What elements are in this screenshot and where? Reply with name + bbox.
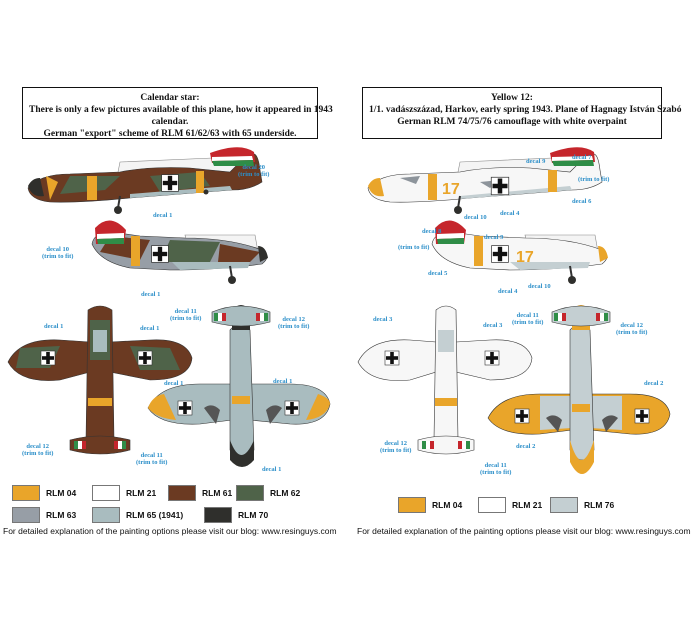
left-top-view	[7, 305, 193, 455]
right-decal-2-label-a: decal 2	[644, 380, 664, 387]
right-decal-9-label-b: decal 9	[484, 234, 504, 241]
left-scheme-panel: Calendar star: There is only a few pictu…	[0, 0, 340, 630]
left-title-line-3: calendar.	[151, 117, 189, 127]
swatch-rlm76-right: RLM 76	[550, 497, 614, 513]
right-fuselage-number: 17	[442, 181, 460, 198]
left-decal-1-label-a: decal 1	[153, 212, 173, 219]
swatch-rlm61-left: RLM 61	[168, 485, 232, 501]
left-decal-12-top-label: decal 12(trim to fit)	[278, 316, 310, 330]
right-decal-10-label-b: decal 10	[528, 283, 551, 290]
swatch-label: RLM 76	[584, 500, 615, 510]
left-decal-1-label-d: decal 1	[140, 325, 160, 332]
left-decal-11-top-label: decal 11(trim to fit)	[170, 308, 202, 322]
swatch-color	[92, 507, 120, 523]
swatch-color	[236, 485, 264, 501]
left-decal-1-label-e: decal 1	[164, 380, 184, 387]
swatch-label: RLM 04	[432, 500, 463, 510]
right-title-line-1: Yellow 12:	[491, 93, 533, 103]
right-decal-4-label-b: decal 4	[498, 288, 518, 295]
left-scheme-title-box: Calendar star: There is only a few pictu…	[22, 87, 333, 139]
swatch-rlm04-left: RLM 04	[12, 485, 76, 501]
left-profile-1	[27, 147, 263, 214]
swatch-rlm63-left: RLM 63	[12, 507, 76, 523]
left-profile-2	[91, 220, 268, 284]
left-bottom-view	[147, 305, 331, 467]
right-decal-4-label-a: decal 4	[500, 210, 520, 217]
swatch-rlm62-left: RLM 62	[236, 485, 300, 501]
right-decal-10-label-a: decal 10	[464, 214, 487, 221]
swatch-color	[398, 497, 426, 513]
right-decal-9-label-a: decal 9	[526, 158, 546, 165]
right-decal-8-trim: (trim to fit)	[398, 244, 430, 251]
right-profile-2: 17	[431, 220, 608, 284]
left-decal-10-label: decal 10(trim to fit)	[42, 246, 74, 260]
swatch-label: RLM 62	[270, 488, 301, 498]
right-decal-7-label: decal 7	[572, 154, 592, 161]
right-title-line-2: 1/1. vadászszázad, Harkov, early spring …	[369, 105, 682, 115]
right-aircraft-illustrations: 17 17	[357, 147, 671, 474]
right-decal-11-top-label: decal 11(trim to fit)	[512, 312, 544, 326]
swatch-label: RLM 61	[202, 488, 233, 498]
right-scheme-title-box: Yellow 12: 1/1. vadászszázad, Harkov, ea…	[362, 87, 682, 139]
swatch-label: RLM 21	[512, 500, 543, 510]
right-bottom-view	[487, 305, 671, 474]
right-decal-2-label-b: decal 2	[516, 443, 536, 450]
swatch-label: RLM 04	[46, 488, 77, 498]
left-decal-12-bottom-label: decal 12(trim to fit)	[22, 443, 54, 457]
right-footer-blog-note: For detailed explanation of the painting…	[357, 526, 691, 536]
left-decal-1-label-g: decal 1	[262, 466, 282, 473]
swatch-label: RLM 63	[46, 510, 77, 520]
right-decal-3-label-b: decal 3	[483, 322, 503, 329]
swatch-color	[92, 485, 120, 501]
right-scheme-panel: Yellow 12: 1/1. vadászszázad, Harkov, ea…	[340, 0, 691, 630]
swatch-rlm65-left: RLM 65 (1941)	[92, 507, 183, 523]
swatch-label: RLM 65 (1941)	[126, 510, 184, 520]
swatch-color	[478, 497, 506, 513]
left-decal-20-label: decal 20(trim to fit)	[238, 164, 270, 178]
left-title-line-4: German "export" scheme of RLM 61/62/63 w…	[43, 129, 297, 139]
swatch-color	[550, 497, 578, 513]
swatch-label: RLM 21	[126, 488, 157, 498]
left-title-line-1: Calendar star:	[140, 93, 200, 103]
right-decal-6-label: decal 6	[572, 198, 592, 205]
left-aircraft-illustrations	[7, 147, 331, 467]
right-decal-5-label: decal 5	[428, 270, 448, 277]
swatch-rlm70-left: RLM 70	[204, 507, 268, 523]
right-title-line-3: German RLM 74/75/76 camouflage with whit…	[397, 117, 627, 127]
left-title-line-2: There is only a few pictures available o…	[29, 105, 333, 115]
left-decal-11-bottom-label: decal 11(trim to fit)	[136, 452, 168, 466]
right-top-view	[357, 305, 533, 455]
left-decal-1-label-b: decal 1	[141, 291, 161, 298]
swatch-rlm21-right: RLM 21	[478, 497, 542, 513]
swatch-color	[12, 507, 40, 523]
right-decal-11-bottom-label: decal 11(trim to fit)	[480, 462, 512, 476]
right-decal-3-label-a: decal 3	[373, 316, 393, 323]
right-decal-7-trim: (trim to fit)	[578, 176, 610, 183]
swatch-color	[12, 485, 40, 501]
swatch-color	[168, 485, 196, 501]
right-profile-1: 17	[367, 147, 603, 214]
right-wing-number: 17	[516, 249, 534, 266]
right-decal-12-bottom-label: decal 12(trim to fit)	[380, 440, 412, 454]
swatch-rlm04-right: RLM 04	[398, 497, 462, 513]
left-decal-1-label-f: decal 1	[273, 378, 293, 385]
right-decal-12-top-label: decal 12(trim to fit)	[616, 322, 648, 336]
right-decal-8-label: decal 8	[422, 228, 442, 235]
swatch-color	[204, 507, 232, 523]
swatch-rlm21-left: RLM 21	[92, 485, 156, 501]
swatch-label: RLM 70	[238, 510, 269, 520]
left-decal-1-label-c: decal 1	[44, 323, 64, 330]
left-footer-blog-note: For detailed explanation of the painting…	[3, 526, 337, 536]
